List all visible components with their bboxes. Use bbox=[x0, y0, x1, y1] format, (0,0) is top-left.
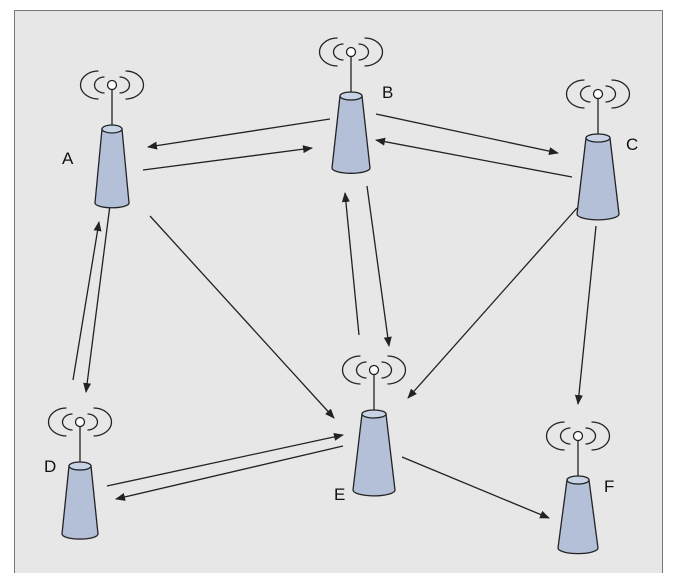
link-arrow-e-to-b bbox=[341, 192, 360, 336]
node-label-c: C bbox=[626, 135, 638, 154]
link-arrow-a-to-d bbox=[83, 204, 111, 393]
node-label-e: E bbox=[334, 485, 345, 504]
node-label-b: B bbox=[382, 83, 393, 102]
link-arrow-c-to-e bbox=[407, 207, 578, 399]
link-arrow-b-to-c bbox=[375, 113, 559, 156]
node-c: C bbox=[565, 79, 638, 221]
node-e: E bbox=[334, 355, 407, 504]
node-a: A bbox=[62, 70, 145, 209]
link-arrow-c-to-f bbox=[574, 225, 597, 405]
link-arrow-b-to-e bbox=[366, 185, 392, 347]
links-layer bbox=[72, 113, 597, 519]
antenna-tower-icon bbox=[79, 70, 145, 133]
antenna-tower-icon bbox=[565, 79, 631, 142]
link-arrow-e-to-d bbox=[115, 445, 344, 501]
nodes-layer: A B C D E F bbox=[44, 37, 638, 555]
antenna-tower-icon bbox=[545, 421, 611, 484]
antenna-tower-icon bbox=[318, 37, 384, 100]
link-arrow-e-to-f bbox=[401, 456, 550, 519]
link-arrow-b-to-a bbox=[147, 118, 331, 150]
link-arrow-d-to-e bbox=[106, 432, 344, 487]
link-arrow-a-to-b bbox=[142, 145, 313, 171]
antenna-tower-icon bbox=[341, 355, 407, 418]
antenna-tower-icon bbox=[47, 407, 113, 470]
tower-body-d bbox=[61, 461, 99, 540]
tower-body-a bbox=[94, 124, 130, 209]
node-label-f: F bbox=[604, 477, 614, 496]
node-label-d: D bbox=[44, 457, 56, 476]
link-arrow-a-to-e bbox=[149, 215, 335, 419]
node-label-a: A bbox=[62, 149, 74, 168]
link-arrow-c-to-b bbox=[375, 137, 573, 178]
tower-body-b bbox=[331, 91, 371, 174]
node-f: F bbox=[545, 421, 614, 555]
tower-body-f bbox=[557, 475, 599, 555]
node-b: B bbox=[318, 37, 393, 174]
tower-body-c bbox=[576, 133, 620, 221]
link-arrow-d-to-a bbox=[72, 221, 102, 381]
node-d: D bbox=[44, 407, 113, 540]
tower-body-e bbox=[352, 409, 396, 497]
